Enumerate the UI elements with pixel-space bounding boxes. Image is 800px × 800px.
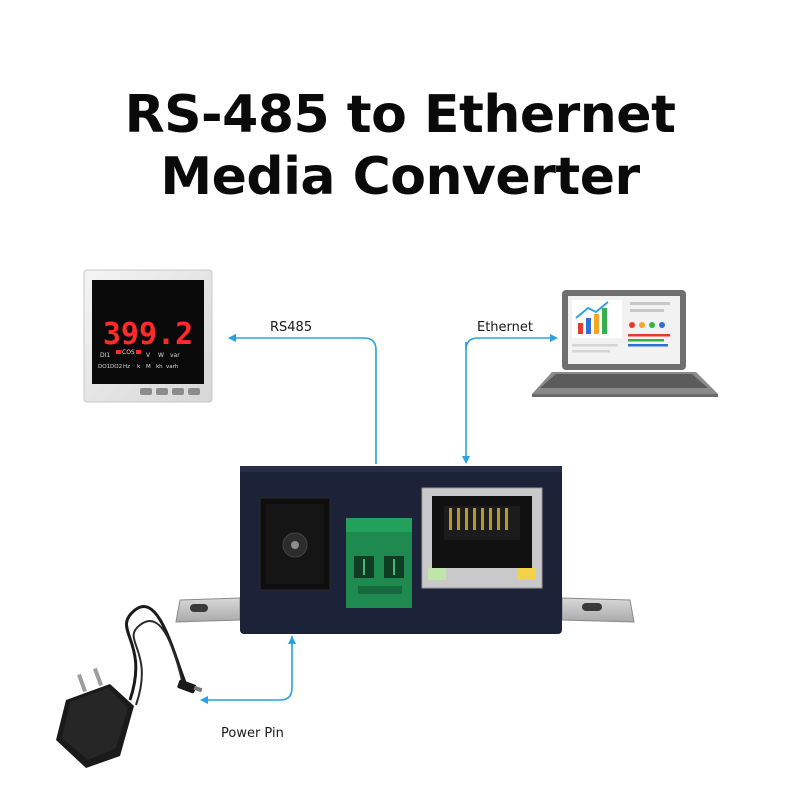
meter-ind-var: var (170, 352, 180, 359)
meter-ind-m: M (146, 364, 151, 370)
meter-ind-di1: DI1 (100, 352, 110, 359)
ethernet-label: Ethernet (477, 320, 533, 335)
page-title: RS-485 to Ethernet Media Converter (0, 84, 800, 208)
converter-device (175, 466, 635, 634)
dc-jack-icon (259, 497, 331, 591)
power-pin-label: Power Pin (221, 726, 284, 741)
meter-ind-hz: Hz (123, 364, 130, 370)
meter-ind-do1: DO1 (98, 364, 110, 370)
power-adapter-icon (56, 605, 203, 768)
laptop-icon (532, 290, 718, 397)
rs485-connection-arrow (228, 334, 377, 464)
meter-ind-k: k (137, 364, 141, 370)
title-line-2: Media Converter (160, 147, 640, 207)
rj45-port-icon (421, 487, 543, 589)
meter-ind-cos: COS (122, 349, 135, 356)
ethernet-connection-arrow (465, 334, 558, 351)
meter-reading: 399.2 (103, 317, 193, 352)
power-meter-icon: 399.2 DI1 COS V W var DO1 DO2 Hz k M kh … (83, 269, 213, 403)
mounting-flange-left (175, 597, 241, 623)
rs485-label: RS485 (270, 320, 313, 335)
mounting-flange-right (561, 597, 635, 623)
meter-ind-w: W (158, 352, 164, 359)
meter-ind-do2: DO2 (110, 364, 122, 370)
meter-ind-v: V (146, 352, 151, 359)
meter-ind-kh: kh (156, 364, 163, 370)
meter-ind-varh: varh (166, 364, 179, 370)
power-connection-arrow (200, 636, 293, 704)
title-line-1: RS-485 to Ethernet (124, 85, 676, 145)
terminal-block-icon (346, 518, 412, 608)
